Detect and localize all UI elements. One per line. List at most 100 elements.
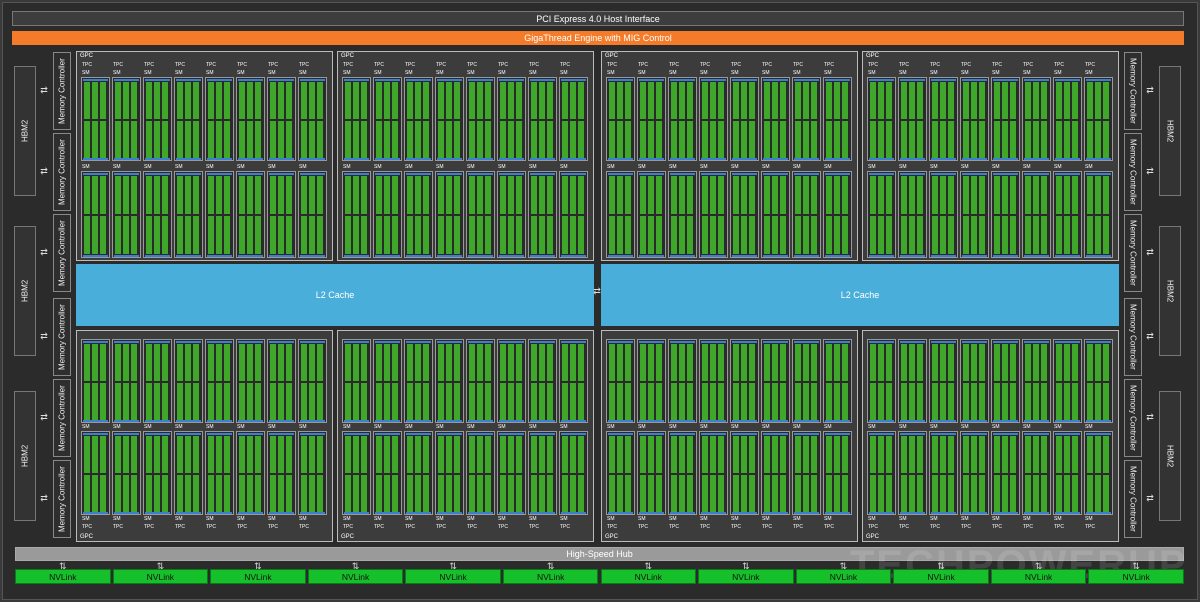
sm-core-cluster <box>733 344 739 381</box>
tpc-label: TPC <box>930 524 940 530</box>
sm-core-cluster <box>971 383 977 420</box>
sm-core-cluster <box>392 344 398 381</box>
sm-cache-line <box>1086 341 1111 343</box>
sm-cache-line <box>468 433 493 435</box>
sm-core-cluster <box>870 176 876 214</box>
sm-cache-line <box>1024 341 1049 343</box>
sm-block <box>559 171 588 258</box>
sm-core-cluster <box>834 176 840 214</box>
sm-block <box>528 431 557 515</box>
nvlink-arrow-icon: ⇅ <box>644 561 653 571</box>
sm-cache-line <box>530 341 555 343</box>
sm-core-cluster <box>278 383 284 420</box>
sm-cache-line <box>269 255 294 257</box>
sm-core-cluster <box>979 176 985 214</box>
sm-core-cluster <box>940 121 946 158</box>
sm-block <box>112 77 141 161</box>
sm-core-cluster <box>764 383 770 420</box>
sm-cache-line <box>114 341 139 343</box>
sm-cache-line <box>993 79 1018 81</box>
sm-core-cluster <box>384 82 390 119</box>
sm-core-cluster <box>255 176 261 214</box>
sm-core-cluster <box>772 121 778 158</box>
sm-core-cluster <box>780 383 786 420</box>
sm-core-cluster <box>1041 176 1047 214</box>
sm-core-cluster <box>255 436 261 473</box>
sm-block <box>1022 171 1051 258</box>
sm-core-cluster <box>733 475 739 512</box>
sm-cache-line <box>962 341 987 343</box>
sm-core-cluster <box>216 82 222 119</box>
tpc-label: TPC <box>824 62 834 68</box>
sm-core-cluster <box>578 475 584 512</box>
sm-core-cluster <box>749 121 755 158</box>
sm-core-cluster <box>361 383 367 420</box>
sm-cache-line <box>670 341 695 343</box>
sm-cache-line <box>238 173 263 175</box>
sm-label: SM <box>992 70 1000 76</box>
sm-core-cluster <box>886 344 892 381</box>
sm-block <box>1022 339 1051 423</box>
sm-block <box>867 77 896 161</box>
tpc-label: TPC <box>669 524 679 530</box>
sm-core-cluster <box>162 216 168 254</box>
sm-cache-line <box>300 255 325 257</box>
sm-core-cluster <box>255 121 261 158</box>
sm-block <box>143 431 172 515</box>
sm-core-cluster <box>247 216 253 254</box>
sm-core-cluster <box>345 344 351 381</box>
sm-core-cluster <box>301 383 307 420</box>
sm-cache-line <box>375 79 400 81</box>
sm-cache-line <box>561 512 586 514</box>
tpc-label: TPC <box>299 524 309 530</box>
sm-core-cluster <box>1095 216 1101 254</box>
sm-core-cluster <box>795 383 801 420</box>
sm-core-cluster <box>100 436 106 473</box>
sm-core-cluster <box>516 121 522 158</box>
sm-core-cluster <box>710 436 716 473</box>
sm-core-cluster <box>834 383 840 420</box>
sm-core-cluster <box>1002 121 1008 158</box>
sm-core-cluster <box>963 383 969 420</box>
sm-core-cluster <box>780 344 786 381</box>
sm-core-cluster <box>1072 121 1078 158</box>
sm-core-cluster <box>185 344 191 381</box>
sm-core-cluster <box>963 344 969 381</box>
sm-cache-line <box>794 512 819 514</box>
sm-label: SM <box>961 70 969 76</box>
sm-core-cluster <box>803 475 809 512</box>
memory-controller-label: Memory Controller <box>1128 385 1138 451</box>
sm-label: SM <box>731 424 739 430</box>
sm-label: SM <box>113 516 121 522</box>
sm-core-cluster <box>749 344 755 381</box>
sm-core-cluster <box>994 344 1000 381</box>
sm-core-cluster <box>994 216 1000 254</box>
sm-core-cluster <box>679 383 685 420</box>
sm-label: SM <box>992 164 1000 170</box>
sm-cache-line <box>825 255 850 257</box>
sm-cache-line <box>763 79 788 81</box>
nvlink-arrow-icon: ⇅ <box>254 561 262 571</box>
sm-cache-line <box>701 433 726 435</box>
sm-core-cluster <box>1010 344 1016 381</box>
sm-core-cluster <box>679 216 685 254</box>
sm-cache-line <box>1086 512 1111 514</box>
sm-label: SM <box>529 424 537 430</box>
sm-core-cluster <box>870 216 876 254</box>
sm-core-cluster <box>1010 475 1016 512</box>
sm-cache-line <box>1024 433 1049 435</box>
sm-core-cluster <box>811 121 817 158</box>
sm-core-cluster <box>384 344 390 381</box>
sm-core-cluster <box>423 436 429 473</box>
sm-cache-line <box>701 255 726 257</box>
sm-cache-line <box>1024 420 1049 422</box>
memory-controller-label: Memory Controller <box>57 466 67 532</box>
sm-core-cluster <box>948 121 954 158</box>
sm-core-cluster <box>177 383 183 420</box>
sm-core-cluster <box>640 383 646 420</box>
sm-cache-line <box>794 341 819 343</box>
sm-core-cluster <box>1103 176 1109 214</box>
sm-core-cluster <box>1087 176 1093 214</box>
